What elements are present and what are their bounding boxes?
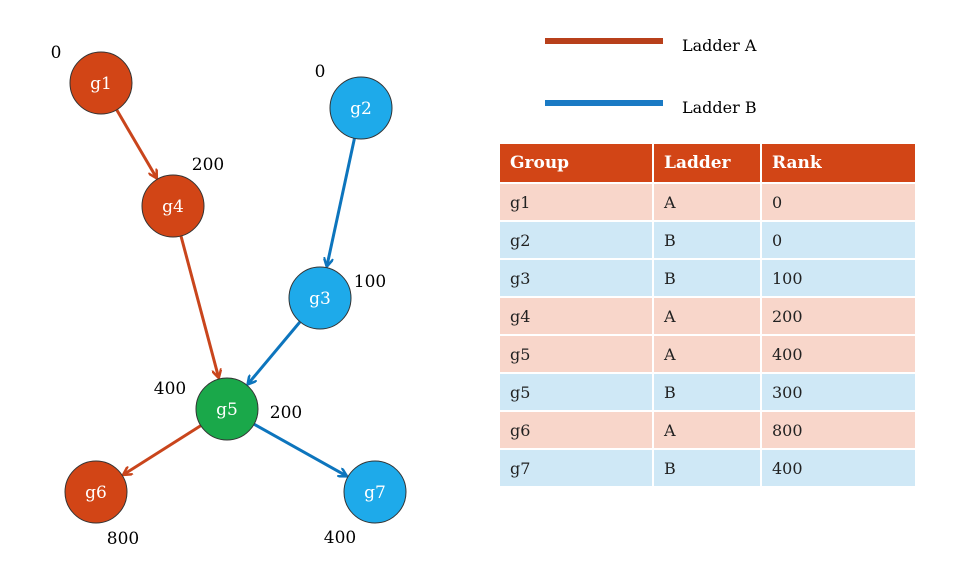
table-row: g2 B 0 [500, 221, 915, 260]
table-row: g7 B 400 [500, 449, 915, 488]
edge-g4-g5 [179, 235, 219, 377]
rank-label-g1: 0 [51, 43, 62, 63]
node-g1: g1 [69, 51, 133, 115]
table-row: g4 A 200 [500, 297, 915, 336]
edge-g1-g4 [115, 108, 157, 178]
cell-group: g6 [500, 411, 654, 450]
cell-group: g1 [500, 183, 654, 222]
edge-g5-g6 [124, 424, 202, 475]
cell-rank: 0 [761, 183, 915, 222]
table-row: g5 B 300 [500, 373, 915, 412]
cell-rank: 0 [761, 221, 915, 260]
legend-label-ladder-b: Ladder B [682, 98, 757, 117]
header-rank: Rank [761, 144, 915, 184]
node-label: g4 [162, 197, 184, 217]
cell-rank: 200 [761, 297, 915, 336]
cell-ladder: A [653, 297, 762, 336]
node-label: g1 [90, 74, 112, 94]
node-g7: g7 [343, 460, 407, 524]
node-circle [195, 377, 259, 441]
edge-g3-g5 [248, 320, 302, 384]
table-row: g1 A 0 [500, 183, 915, 222]
edge-g5-g7 [253, 422, 346, 476]
cell-rank: 100 [761, 259, 915, 298]
legend-line-ladder-a [545, 38, 663, 44]
node-g6: g6 [64, 460, 128, 524]
node-g4: g4 [141, 174, 205, 238]
rank-label-g5: 200 [270, 403, 302, 423]
node-circle [343, 460, 407, 524]
node-circle [141, 174, 205, 238]
cell-rank: 800 [761, 411, 915, 450]
rank-label-g5: 400 [154, 379, 186, 399]
cell-ladder: B [653, 373, 762, 412]
header-ladder: Ladder [653, 144, 762, 184]
cell-group: g5 [500, 373, 654, 412]
node-label: g7 [364, 483, 386, 503]
rank-label-g2: 0 [315, 62, 326, 82]
cell-group: g4 [500, 297, 654, 336]
node-g3: g3 [288, 266, 352, 330]
node-label: g3 [309, 289, 331, 309]
node-circle [329, 76, 393, 140]
cell-ladder: A [653, 335, 762, 374]
cell-group: g7 [500, 449, 654, 488]
node-label: g5 [216, 400, 238, 420]
legend-line-ladder-b [545, 100, 663, 106]
cell-ladder: B [653, 449, 762, 488]
node-label: g2 [350, 99, 372, 119]
ladder-diagram: g1 g2 g3 g4 g5 g6 g7 0 0 100 200 400 200 800 400 [51, 43, 407, 549]
cell-ladder: B [653, 221, 762, 260]
edge-g2-g3 [327, 137, 356, 265]
node-g5: g5 [195, 377, 259, 441]
cell-group: g2 [500, 221, 654, 260]
rank-label-g4: 200 [192, 155, 224, 175]
node-circle [69, 51, 133, 115]
table-row: g3 B 100 [500, 259, 915, 298]
cell-ladder: A [653, 411, 762, 450]
node-g2: g2 [329, 76, 393, 140]
cell-rank: 300 [761, 373, 915, 412]
rank-label-g6: 800 [107, 529, 139, 549]
table-row: g6 A 800 [500, 411, 915, 450]
cell-rank: 400 [761, 449, 915, 488]
node-label: g6 [85, 483, 107, 503]
cell-group: g3 [500, 259, 654, 298]
cell-ladder: A [653, 183, 762, 222]
table-row: g5 A 400 [500, 335, 915, 374]
table-header-row: Group Ladder Rank [500, 144, 915, 184]
node-circle [64, 460, 128, 524]
cell-rank: 400 [761, 335, 915, 374]
cell-ladder: B [653, 259, 762, 298]
legend-label-ladder-a: Ladder A [682, 36, 757, 55]
header-group: Group [500, 144, 654, 184]
rank-table: Group Ladder Rank g1 A 0 g2 B 0 g3 B 100… [500, 144, 915, 488]
legend: Ladder A Ladder B [545, 30, 805, 130]
cell-group: g5 [500, 335, 654, 374]
rank-label-g3: 100 [354, 272, 386, 292]
node-circle [288, 266, 352, 330]
rank-label-g7: 400 [324, 528, 356, 548]
